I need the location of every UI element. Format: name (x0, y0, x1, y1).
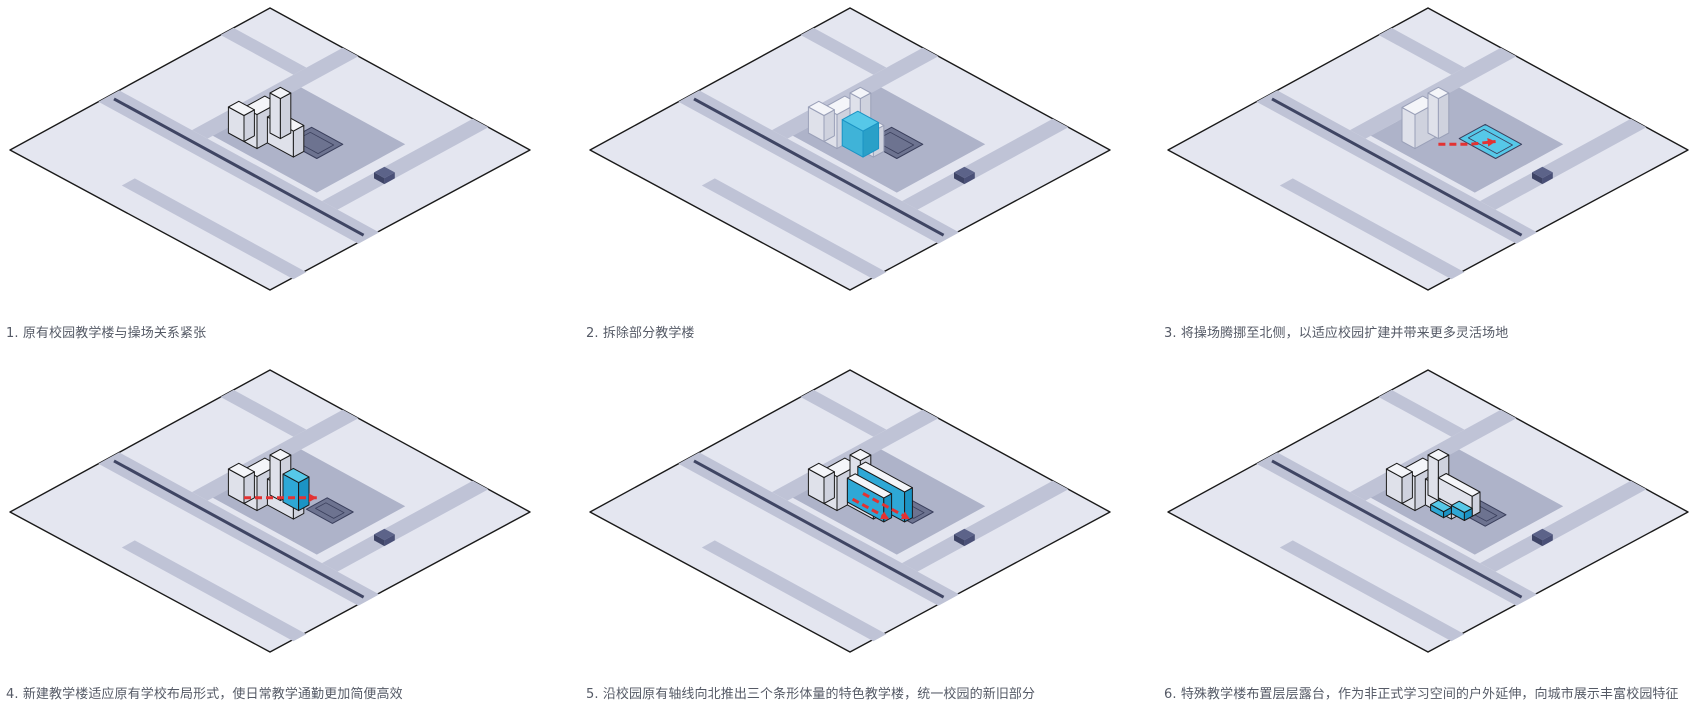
caption-2: 2. 拆除部分教学楼 (586, 326, 695, 341)
axis-arrow-1-head (900, 511, 910, 520)
caption-5: 5. 沿校园原有轴线向北推出三个条形体量的特色教学楼，统一校园的新旧部分 (586, 687, 1036, 702)
service-block-front (954, 172, 965, 185)
south-lane (121, 540, 307, 642)
old-wing-c-roof (1385, 462, 1413, 478)
caption-4: 4. 新建教学楼适应原有学校布局形式，使日常教学通勤更加简便高效 (6, 687, 403, 702)
service-block-front (374, 534, 385, 547)
service-block-side (384, 172, 395, 185)
old-wing-c-roof (227, 462, 255, 478)
north-lane (1378, 389, 1465, 437)
service-block-roof (374, 528, 395, 541)
diagram-panel-3: 3. 将操场腾挪至北侧，以适应校园扩建并带来更多灵活场地 (1158, 0, 1698, 354)
circulation-arrow-head (308, 493, 317, 503)
south-lane (701, 540, 887, 642)
service-block-side (384, 534, 395, 547)
axis-arrow-1 (862, 492, 911, 521)
diagram-panel-1: 1. 原有校园教学楼与操场关系紧张 (0, 0, 540, 354)
terrace-bar-roof (1437, 473, 1481, 497)
bar-volume-2-roof (846, 473, 893, 499)
road-centerline (1271, 97, 1523, 237)
north-lane (800, 389, 887, 437)
service-block-roof (954, 528, 975, 541)
old-tower-roof (1427, 86, 1450, 100)
service-block-side (1542, 172, 1553, 185)
old-tower-front (1427, 454, 1439, 502)
caption-3: 3. 将操场腾挪至北侧，以适应校园扩建并带来更多灵活场地 (1164, 326, 1509, 341)
old-wing-c-roof (807, 462, 835, 478)
south-lane (1279, 540, 1465, 642)
service-block-front (374, 172, 385, 185)
side-road-east (902, 480, 1069, 572)
bar-volume-1-roof (857, 461, 913, 493)
sports-field-lane (315, 502, 345, 519)
iso-site-diagram-4 (9, 369, 531, 653)
iso-site-diagram-2 (589, 7, 1111, 291)
road-centerline (693, 459, 945, 599)
diagram-panel-4: 4. 新建教学楼适应原有学校布局形式，使日常教学通勤更加简便高效 (0, 362, 540, 716)
north-lane (220, 27, 307, 75)
relocation-arrow-head (1487, 138, 1496, 147)
demolished-block-roof (841, 110, 880, 132)
service-block-roof (374, 166, 395, 179)
south-lane (701, 178, 887, 280)
road-centerline (1271, 459, 1523, 599)
old-tower-side (279, 92, 292, 140)
old-tower-side (1437, 92, 1450, 140)
axis-arrow-2-head (880, 511, 889, 520)
north-lane (220, 389, 307, 437)
road-centerline (693, 97, 945, 237)
north-lane (800, 27, 887, 75)
diagram-panel-6: 6. 特殊教学楼布置层层露台，作为非正式学习空间的户外延伸，向城市展示丰富校园特… (1158, 362, 1698, 716)
new-teaching-block-roof (282, 467, 310, 484)
north-lane (1378, 27, 1465, 75)
terrace-deck-1-roof (1450, 500, 1473, 513)
diagram-panel-2: 2. 拆除部分教学楼 (580, 0, 1120, 354)
old-tower-front (269, 454, 281, 502)
caption-1: 1. 原有校园教学楼与操场关系紧张 (6, 326, 207, 341)
old-tower-roof (849, 86, 872, 100)
service-block-side (964, 534, 975, 547)
road-centerline (113, 459, 365, 599)
service-block-side (1542, 534, 1553, 547)
old-tower-roof (1427, 448, 1450, 462)
south-lane (121, 178, 307, 280)
service-block-front (1532, 534, 1543, 547)
side-road-east (902, 118, 1069, 210)
service-block-front (1532, 172, 1543, 185)
old-tower-front (269, 92, 281, 140)
iso-site-diagram-5 (589, 369, 1111, 653)
terrace-deck-2-roof (1430, 499, 1452, 513)
old-tower-front (1427, 92, 1439, 140)
caption-6: 6. 特殊教学楼布置层层露台，作为非正式学习空间的户外延伸，向城市展示丰富校园特… (1164, 687, 1679, 702)
iso-site-diagram-1 (9, 7, 531, 291)
service-block-front (954, 534, 965, 547)
service-block-side (964, 172, 975, 185)
iso-site-diagram-6 (1167, 369, 1689, 653)
iso-site-diagram-3 (1167, 7, 1689, 291)
old-tower-roof (269, 86, 292, 100)
old-tower-roof (849, 448, 872, 462)
side-road-east (322, 118, 489, 210)
relocation-arrow (1438, 140, 1496, 146)
new-sports-field-lane (1467, 128, 1513, 155)
south-lane (1279, 178, 1465, 280)
diagram-panel-5: 5. 沿校园原有轴线向北推出三个条形体量的特色教学楼，统一校园的新旧部分 (580, 362, 1120, 716)
old-wing-c-roof (807, 100, 835, 116)
sports-field (305, 497, 354, 524)
side-road-east (1480, 480, 1647, 572)
side-road-east (322, 480, 489, 572)
side-road-east (1480, 118, 1647, 210)
old-tower-roof (269, 448, 292, 462)
old-wing-c-roof (227, 100, 255, 116)
road-centerline (113, 97, 365, 237)
service-block-roof (954, 166, 975, 179)
